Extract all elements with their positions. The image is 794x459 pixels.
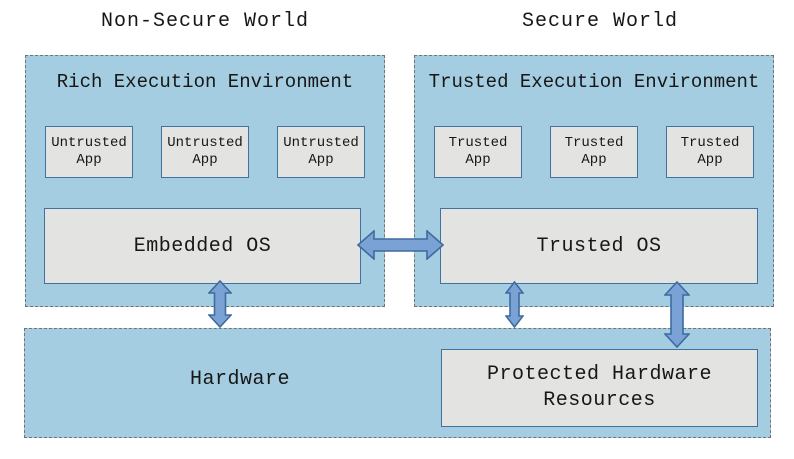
trusted-os-protected-resources-arrow-icon: [664, 281, 690, 348]
trusted-app-box: Trusted App: [666, 126, 754, 178]
untrusted-app-box: Untrusted App: [277, 126, 365, 178]
hardware-container: Hardware Protected Hardware Resources: [24, 328, 771, 438]
trusted-app-box: Trusted App: [550, 126, 638, 178]
untrusted-app-box: Untrusted App: [45, 126, 133, 178]
trusted-execution-environment-container: Trusted Execution Environment Trusted Ap…: [414, 55, 774, 307]
protected-hardware-resources-box: Protected Hardware Resources: [441, 349, 758, 427]
secure-world-title: Secure World: [521, 10, 679, 33]
untrusted-apps-row: Untrusted App Untrusted App Untrusted Ap…: [26, 126, 384, 178]
trusted-os-box: Trusted OS: [440, 208, 758, 284]
rich-execution-environment-container: Rich Execution Environment Untrusted App…: [25, 55, 385, 307]
non-secure-world-title: Non-Secure World: [100, 10, 310, 33]
embedded-os-box: Embedded OS: [44, 208, 361, 284]
os-bridge-bidirectional-arrow-icon: [357, 230, 444, 260]
hardware-label: Hardware: [189, 367, 290, 391]
trusted-apps-row: Trusted App Trusted App Trusted App: [415, 126, 773, 178]
ree-environment-label: Rich Execution Environment: [56, 71, 354, 93]
untrusted-app-box: Untrusted App: [161, 126, 249, 178]
trusted-app-box: Trusted App: [434, 126, 522, 178]
embedded-os-hardware-arrow-icon: [208, 280, 232, 328]
tee-environment-label: Trusted Execution Environment: [428, 71, 760, 93]
trusted-os-hardware-arrow-icon: [505, 281, 524, 328]
